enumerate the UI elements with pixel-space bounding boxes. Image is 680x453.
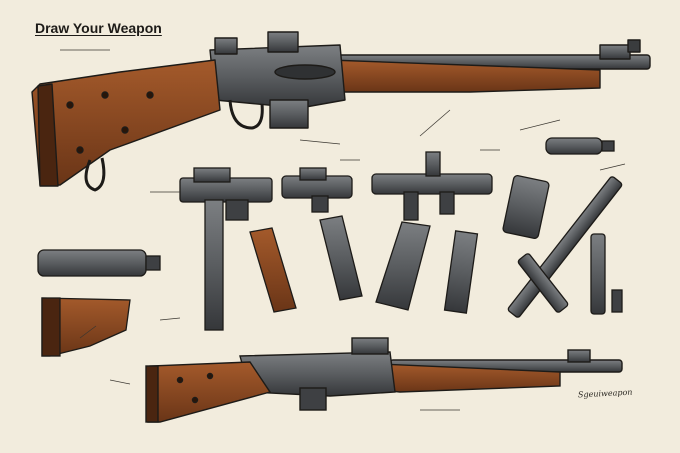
bipod xyxy=(517,253,569,313)
magazine-drum xyxy=(375,221,431,311)
magazine-curved xyxy=(319,215,363,301)
bottom-rifle xyxy=(145,337,623,423)
silencer xyxy=(590,233,623,315)
stock-piece xyxy=(41,297,131,357)
barrel-short xyxy=(37,249,161,277)
cartridge xyxy=(545,137,615,155)
magazine-small xyxy=(443,230,479,314)
scope-left xyxy=(281,167,353,213)
magazine-wood xyxy=(249,227,297,313)
top-rifle xyxy=(31,31,651,192)
page-title: Draw Your Weapon xyxy=(35,20,162,36)
annotation-lines xyxy=(60,49,626,411)
grip-piece xyxy=(502,174,550,240)
scope-right xyxy=(371,151,493,221)
receiver-assembly xyxy=(179,167,273,331)
